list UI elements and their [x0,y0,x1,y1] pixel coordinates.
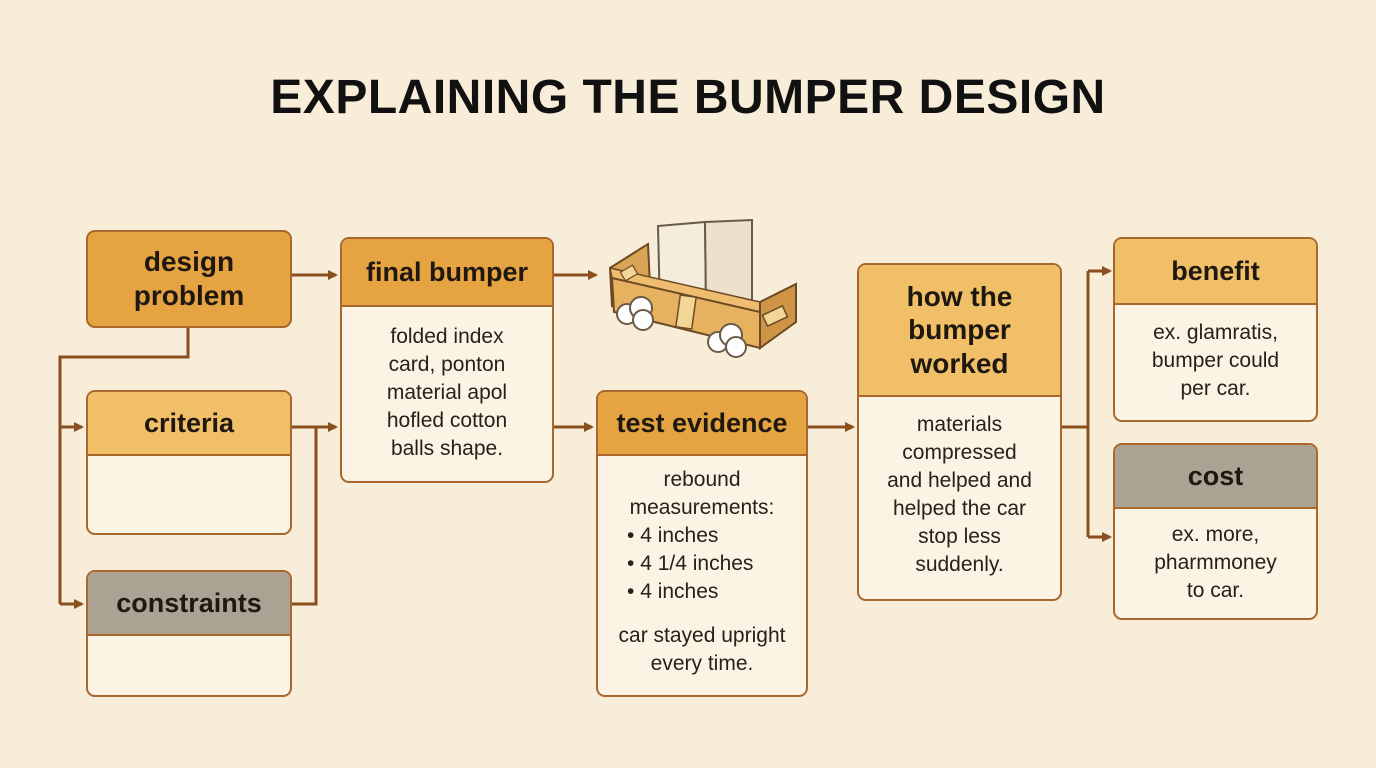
final-bumper-line: balls shape. [390,437,504,460]
cost-line: to car. [1186,579,1245,602]
page-title: EXPLAINING THE BUMPER DESIGN [270,71,1106,124]
benefit-body: ex. glamratis, bumper could per car. [1115,305,1316,403]
final-bumper-body: folded index card, ponton material apol … [342,307,552,463]
bumper-illustration-icon [608,218,797,358]
final-bumper-line: folded index [390,325,504,348]
design-problem-box: design problem [86,230,292,328]
how-worked-line: suddenly. [915,553,1004,576]
test-evidence-body: rebound measurements: 4 inches 4 1/4 inc… [598,456,806,678]
rebound-list: 4 inches 4 1/4 inches 4 inches [627,522,777,606]
test-evidence-header: test evidence [598,392,806,456]
how-worked-box: how the bumper worked materials compress… [857,263,1062,601]
how-worked-line: compressed [902,441,1017,464]
how-worked-body: materials compressed and helped and help… [859,397,1060,579]
constraints-body [88,636,290,648]
cost-line: ex. more, [1171,523,1260,546]
test-evidence-outro: car stayed upright [618,624,786,647]
cost-line: pharmmoney [1154,551,1277,574]
benefit-line: ex. glamratis, [1153,321,1278,344]
design-problem-header: design problem [88,232,290,326]
how-worked-header-line: how the [906,280,1013,312]
rebound-item: 4 1/4 inches [627,550,777,578]
final-bumper-line: card, ponton [388,353,506,376]
design-problem-line-2: problem [133,280,245,311]
benefit-line: per car. [1180,377,1251,400]
final-bumper-line: material apol [386,381,508,404]
final-bumper-line: hofled cotton [386,409,508,432]
how-worked-line: materials [916,413,1003,436]
how-worked-line: and helped and [887,469,1032,492]
test-evidence-intro: rebound [663,468,741,491]
final-bumper-box: final bumper folded index card, ponton m… [340,237,554,483]
criteria-body [88,456,290,468]
benefit-line: bumper could [1151,349,1280,372]
criteria-box: criteria [86,390,292,535]
how-worked-line: stop less [918,525,1001,548]
benefit-header: benefit [1115,239,1316,305]
design-problem-line-1: design [143,246,235,278]
benefit-box: benefit ex. glamratis, bumper could per … [1113,237,1318,422]
constraints-box: constraints [86,570,292,697]
rebound-item: 4 inches [627,578,777,606]
cost-box: cost ex. more, pharmmoney to car. [1113,443,1318,620]
test-evidence-box: test evidence rebound measurements: 4 in… [596,390,808,697]
how-worked-header: how the bumper worked [859,265,1060,397]
constraints-header: constraints [88,572,290,636]
how-worked-line: helped the car [892,497,1027,520]
cost-header: cost [1115,445,1316,509]
how-worked-header-line: bumper [908,314,1011,346]
criteria-header: criteria [88,392,290,456]
line-constraints-out [292,427,318,606]
cost-body: ex. more, pharmmoney to car. [1115,509,1316,605]
test-evidence-intro: measurements: [629,496,775,519]
how-worked-header-line: worked [910,347,1009,379]
line-problem-down [58,328,190,604]
final-bumper-header: final bumper [342,239,552,307]
test-evidence-outro: every time. [650,652,754,675]
rebound-item: 4 inches [627,522,777,550]
